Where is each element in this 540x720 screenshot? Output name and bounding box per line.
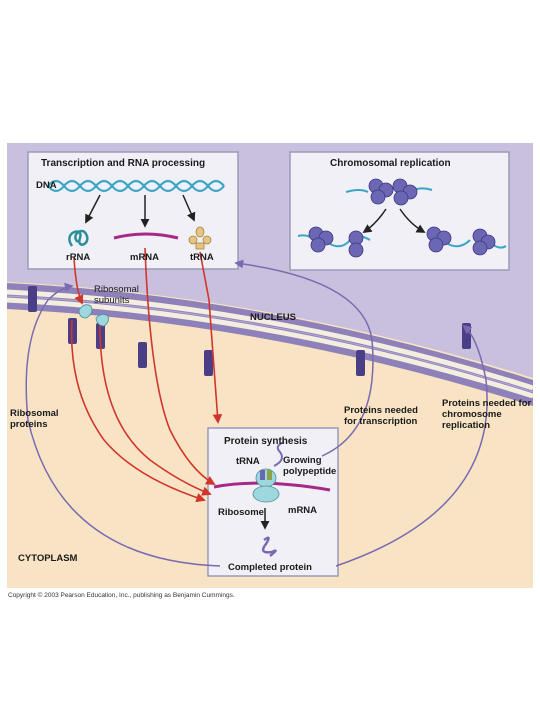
trna-shape (188, 226, 212, 250)
rrna-shape (68, 229, 89, 247)
rrna-label: rRNA (66, 252, 91, 263)
transcription-box (27, 151, 239, 270)
chromosome-top (345, 178, 433, 206)
chromosome-right (426, 226, 507, 256)
ribosomal-subunits-label: Ribosomal subunits (94, 284, 139, 306)
polypeptide-shape (273, 441, 285, 467)
ribosomal-subunits-shapes (78, 304, 109, 327)
dna-helix (47, 179, 225, 193)
completed-protein-label: Completed protein (228, 562, 312, 573)
trna-label: tRNA (190, 252, 214, 263)
copyright-text: Copyright © 2003 Pearson Education, Inc.… (8, 592, 235, 599)
arrow-to-trna (182, 194, 196, 222)
dna-label: DNA (36, 180, 57, 191)
proteins-transcription-label: Proteins needed for transcription (344, 405, 418, 427)
replication-title: Chromosomal replication (330, 158, 451, 169)
completed-protein-shape (261, 536, 277, 557)
arrow-to-rrna (85, 194, 101, 224)
proteins-replication-label: Proteins needed for chromosome replicati… (442, 398, 532, 431)
ribosomal-proteins-label: Ribosomal proteins (10, 408, 59, 430)
synth-trna-label: tRNA (236, 456, 260, 467)
cytoplasm-label: CYTOPLASM (18, 553, 78, 564)
nucleus-label: NUCLEUS (250, 312, 296, 323)
replication-box (289, 151, 510, 271)
chromosome-left (297, 226, 371, 258)
growing-polypeptide-label: Growing polypeptide (283, 455, 337, 477)
synth-mrna-label: mRNA (288, 505, 318, 516)
transcription-title: Transcription and RNA processing (41, 158, 206, 169)
synthesis-title: Protein synthesis (224, 436, 308, 447)
purple-arrows (25, 259, 488, 567)
mrna-label: mRNA (130, 252, 160, 263)
mrna-shape (113, 232, 179, 240)
ribosome-shape (252, 468, 280, 503)
red-arrows (70, 247, 223, 503)
ribosome-label: Ribosome (218, 507, 264, 518)
